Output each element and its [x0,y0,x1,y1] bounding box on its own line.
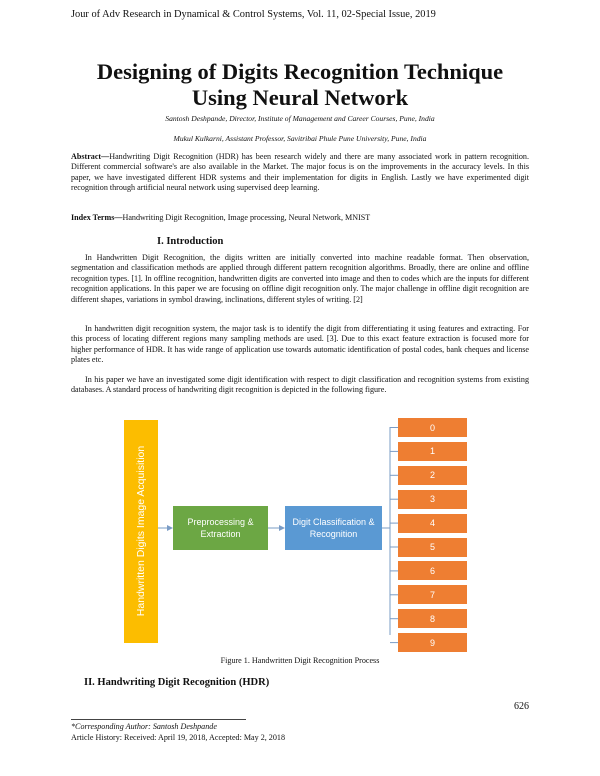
digit-box-2: 2 [398,465,467,485]
digit-box-8: 8 [398,609,467,629]
preprocessing-label-line-1: Preprocessing & [187,517,254,527]
footnote-corresponding-author: *Corresponding Author: Santosh Deshpande [71,722,217,731]
journal-header: Jour of Adv Research in Dynamical & Cont… [71,9,436,20]
digit-box-0: 0 [398,418,467,437]
section-heading-introduction: I. Introduction [157,236,224,247]
figure-caption: Figure 1. Handwritten Digit Recognition … [220,656,380,665]
abstract: Abstract—Handwriting Digit Recognition (… [71,152,529,194]
classification-label-line-2: Recognition [309,529,358,539]
image-acquisition-label: Handwritten Digits Image Acquisition [135,445,147,617]
classification-label-line-1: Digit Classification & [292,517,375,527]
author-2: Mukul Kulkarni, Assistant Professor, Sav… [173,134,427,143]
index-terms-text: Handwriting Digit Recognition, Image pro… [122,213,371,222]
preprocessing-label-line-2: Extraction [200,529,241,539]
classification-recognition-box: Digit Classification & Recognition [285,506,382,550]
image-acquisition-box: Handwritten Digits Image Acquisition [124,420,158,643]
intro-paragraph-2: In handwritten digit recognition system,… [71,324,529,365]
digit-box-7: 7 [398,585,467,605]
footnote-rule [71,719,246,720]
author-1: Santosh Deshpande, Director, Institute o… [165,114,435,123]
section-heading-hdr: II. Handwriting Digit Recognition (HDR) [84,677,270,688]
digit-box-6: 6 [398,561,467,581]
title-line-2: Using Neural Network [191,85,409,110]
index-terms-label: Index Terms— [71,213,123,222]
digit-box-5: 5 [398,537,467,557]
intro-paragraph-3: In his paper we have an investigated som… [71,375,529,395]
digit-connector-ticks [390,427,398,644]
digit-box-1: 1 [398,441,467,461]
footnote-article-history: Article History: Received: April 19, 201… [71,733,285,742]
digit-box-4: 4 [398,513,467,533]
title-line-1: Designing of Digits Recognition Techniqu… [96,59,504,84]
paper-title: Designing of Digits Recognition Techniqu… [40,59,560,111]
index-terms: Index Terms—Handwriting Digit Recognitio… [71,213,529,223]
digit-box-3: 3 [398,489,467,509]
digit-box-9: 9 [398,633,467,653]
abstract-text: Handwriting Digit Recognition (HDR) has … [71,152,529,193]
intro-paragraph-1: In Handwritten Digit Recognition, the di… [71,253,529,304]
page-number: 626 [514,701,529,712]
preprocessing-extraction-box: Preprocessing & Extraction [173,506,268,550]
abstract-label: Abstract— [71,152,110,161]
